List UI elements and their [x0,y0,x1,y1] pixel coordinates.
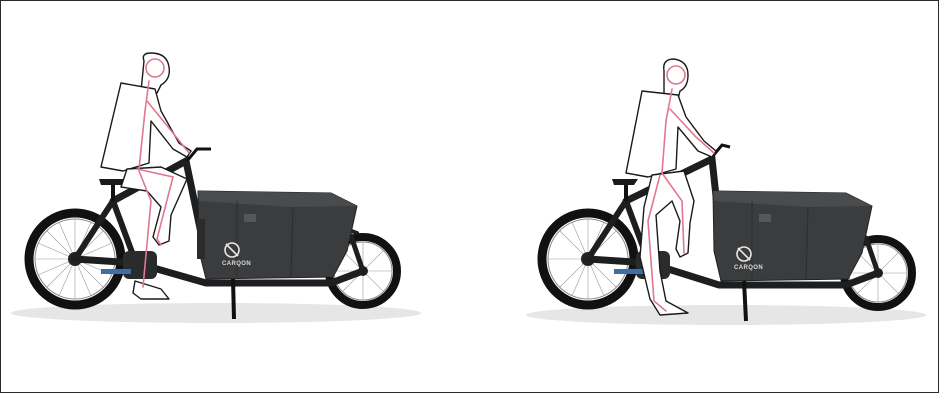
scene-seated-rider: CARQON [1,1,471,392]
cargo-bike-standing-illustration: CARQON [516,1,938,392]
brand-mark: CARQON [734,265,763,271]
saddle [612,179,638,185]
saddle [99,179,125,185]
cargo-box [197,191,357,279]
mid-drive-motor [123,251,157,279]
chain-guard-accent [614,269,644,274]
kickstand [744,281,746,321]
scene-standing-rider: CARQON [516,1,938,392]
chain-guard-accent [101,269,131,274]
kickstand [233,279,234,319]
brand-mark: CARQON [222,261,251,267]
cargo-bike-seated-illustration: CARQON [1,1,471,392]
